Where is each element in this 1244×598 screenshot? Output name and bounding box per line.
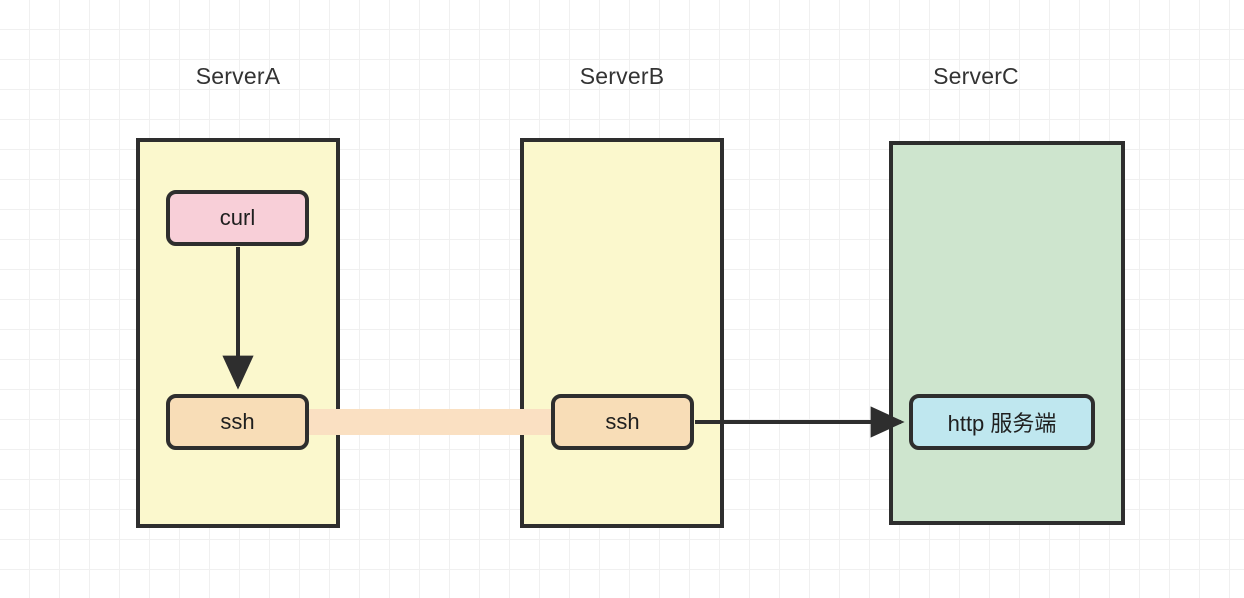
ssh-tunnel-band [305, 409, 555, 435]
node-curl-label: curl [219, 205, 256, 230]
node-http-server-label: http 服务端 [947, 411, 1057, 436]
server-b-label: ServerB [579, 63, 665, 89]
node-ssh-server-b[interactable]: ssh [551, 394, 694, 450]
server-c-container[interactable] [889, 141, 1125, 525]
node-curl[interactable]: curl [166, 190, 309, 246]
node-ssh-server-a[interactable]: ssh [166, 394, 309, 450]
server-c-label: ServerC [933, 63, 1019, 89]
node-http-server[interactable]: http 服务端 [909, 394, 1095, 450]
node-ssh-server-a-label: ssh [220, 409, 255, 434]
server-a-label: ServerA [195, 63, 281, 89]
server-b-container[interactable] [520, 138, 724, 528]
node-ssh-server-b-label: ssh [605, 409, 640, 434]
